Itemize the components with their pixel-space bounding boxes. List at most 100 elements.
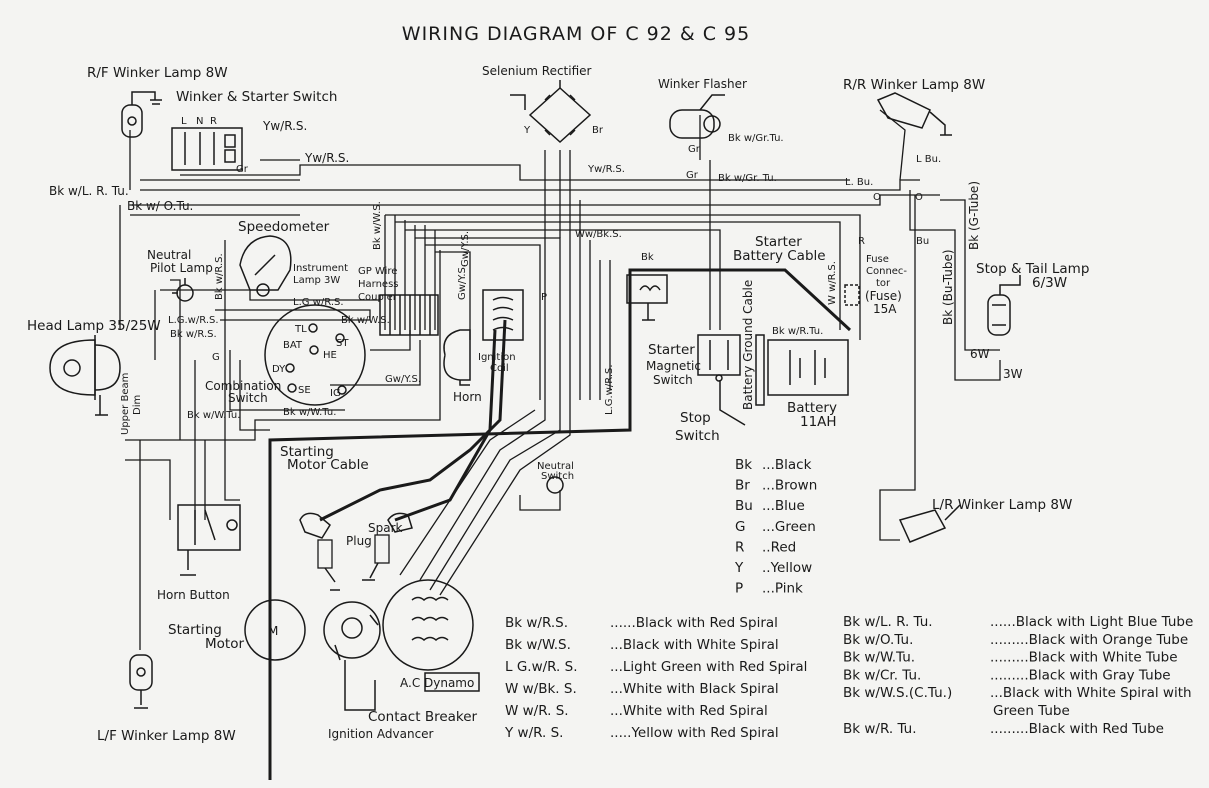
neutral-switch <box>546 476 564 494</box>
starting-motor-label-line1: Starting <box>168 622 222 638</box>
battery <box>767 339 849 396</box>
wire-label: L Bu. <box>916 154 941 165</box>
switch-terminal-n: N <box>196 116 203 127</box>
instrument-lamp-label-line2: Lamp 3W <box>293 275 340 286</box>
tail-3w-label: 3W <box>1003 367 1023 381</box>
stop-tail-lamp <box>987 275 1021 336</box>
battery-label-line1: Battery <box>787 400 837 416</box>
wire-label: Gw/Y.S. <box>457 264 468 300</box>
starting-motor-label-line2: Motor <box>205 636 244 652</box>
legend-tube-name: ......Black with Light Blue Tube <box>990 614 1193 630</box>
legend-color-code: G <box>735 519 745 535</box>
wire-label: Gr <box>688 144 701 155</box>
wire-label: Bk w/L. R. Tu. <box>49 184 129 198</box>
legend-color-name: ...Brown <box>762 478 817 494</box>
starting-motor-cable-label-line2: Motor Cable <box>287 457 369 473</box>
starting-motor-letter: M <box>268 624 278 638</box>
diagram-title: WIRING DIAGRAM OF C 92 & C 95 <box>402 23 750 45</box>
legend-color-code: Y <box>734 560 744 576</box>
wire-label: Ww/Bk.S. <box>575 229 622 240</box>
stop-switch <box>719 380 746 426</box>
wire-label: Y <box>523 125 531 136</box>
combo-terminal-tl: TL <box>294 324 307 335</box>
speedometer <box>239 235 292 297</box>
instrument-lamp-label-line1: Instrument <box>293 263 348 274</box>
gp-wire-coupler <box>379 294 439 336</box>
wire-label: L. Bu. <box>845 177 873 188</box>
legend-color-name: ...Pink <box>762 581 803 597</box>
dynamo <box>382 579 480 692</box>
starter-magnetic-switch-label-line3: Switch <box>653 373 693 387</box>
wire-label: G <box>212 352 220 363</box>
spark-plug-left <box>299 512 340 591</box>
switch-terminal-l: L <box>181 116 187 127</box>
lf-winker-lamp-label: L/F Winker Lamp 8W <box>97 728 236 744</box>
tail-6w-label: 6W <box>970 347 990 361</box>
wire-label: Bk w/Gr.Tu. <box>728 133 784 144</box>
battery-ground-cable <box>755 334 765 406</box>
legend-color-code: P <box>735 581 743 597</box>
stop-switch-label-line2: Switch <box>675 428 720 444</box>
neutral-switch-label-line2: Switch <box>541 471 574 482</box>
wire-label: W w/R.S. <box>827 261 838 305</box>
starter-battery-cable-label-line2: Battery Cable <box>733 248 826 264</box>
legend-color-code: Br <box>735 478 750 494</box>
contact-breaker-label: Contact Breaker <box>368 709 478 725</box>
rf-winker-lamp <box>121 91 162 138</box>
gp-coupler-label-line2: Harness <box>358 279 399 290</box>
wire-labels: Yw/R.S. Yw/R.S. Yw/R.S. Bk w/L. R. Tu. B… <box>49 119 981 421</box>
stop-tail-lamp-wattage: 6/3W <box>1032 275 1067 291</box>
wire-label: Bk w/R.Tu. <box>772 326 823 337</box>
wire-label: Bk (Bu-Tube) <box>941 249 955 325</box>
wire-label: Gr <box>236 164 249 175</box>
harness-wires <box>119 109 1001 650</box>
legend-spiral-name: ...Light Green with Red Spiral <box>610 659 807 675</box>
fuse-label-line2: 15A <box>873 302 897 316</box>
legend-color-name: ..Red <box>762 539 796 555</box>
rr-winker-lamp <box>876 92 952 136</box>
wire-label: L.G.w/R.S. <box>168 315 219 326</box>
legend-color-name: ..Yellow <box>762 560 812 576</box>
starter-relay <box>626 274 668 321</box>
legend-tube-name: .........Black with Gray Tube <box>990 667 1171 683</box>
lr-winker-lamp-label: L/R Winker Lamp 8W <box>932 497 1072 513</box>
neutral-pilot-lamp <box>172 278 194 302</box>
legend-spiral-code: Y w/R. S. <box>504 725 563 741</box>
legend-spiral-name: ...Black with White Spiral <box>610 637 779 653</box>
wire-label: L.G w/R.S. <box>293 297 344 308</box>
legend-tube-code: Bk w/Cr. Tu. <box>843 667 921 683</box>
wire-label: Yw/R.S. <box>587 164 625 175</box>
wire-label: R <box>858 236 865 247</box>
wire-label: Bk w/W.S. <box>341 315 390 326</box>
speedometer-label: Speedometer <box>238 219 330 235</box>
ignition-advancer-label: Ignition Advancer <box>328 727 434 741</box>
wire-label: Bk (G-Tube) <box>967 181 981 250</box>
legend-spiral-code: L G.w/R. S. <box>505 659 578 675</box>
legend-spiral-code: Bk w/R.S. <box>505 615 568 631</box>
upper-beam-label: Upper Beam <box>120 373 131 435</box>
neutral-switch-label-line1: Neutral <box>537 461 574 472</box>
ignition-coil-label-line1: Ignition <box>478 352 516 363</box>
horn-button <box>177 504 241 576</box>
combo-terminal-he: HE <box>323 350 337 361</box>
starter-magnetic-switch-label-line2: Magnetic <box>646 359 701 373</box>
wire-label: Gw/Y.S. <box>460 231 471 267</box>
selenium-rectifier-label: Selenium Rectifier <box>482 64 592 78</box>
gp-coupler-label-line1: GP Wire <box>358 266 397 277</box>
legend-spiral-code: Bk w/W.S. <box>505 637 571 653</box>
ignition-coil-label-line2: Coil <box>490 363 509 374</box>
fuse-label-line1: (Fuse) <box>865 289 902 303</box>
rf-winker-lamp-label: R/F Winker Lamp 8W <box>87 65 228 81</box>
combo-terminal-se: SE <box>298 385 311 396</box>
legend-spiral-code: W w/R. S. <box>505 703 569 719</box>
battery-ground-cable-label: Battery Ground Cable <box>741 280 755 410</box>
rr-winker-lamp-label: R/R Winker Lamp 8W <box>843 77 985 93</box>
ignition-coil <box>482 289 524 341</box>
color-code-legend: Bk...BlackBr...BrownBu...BlueG...GreenR.… <box>734 457 817 597</box>
combination-switch-label-line1: Combination <box>205 379 281 393</box>
starter-magnetic-switch-label-line1: Starter <box>648 342 695 358</box>
combo-terminal-ig: IG <box>330 388 341 399</box>
wire-label: Yw/R.S. <box>304 151 349 165</box>
legend-tube-code: Bk w/W.Tu. <box>843 650 915 666</box>
horn-label: Horn <box>453 390 482 404</box>
